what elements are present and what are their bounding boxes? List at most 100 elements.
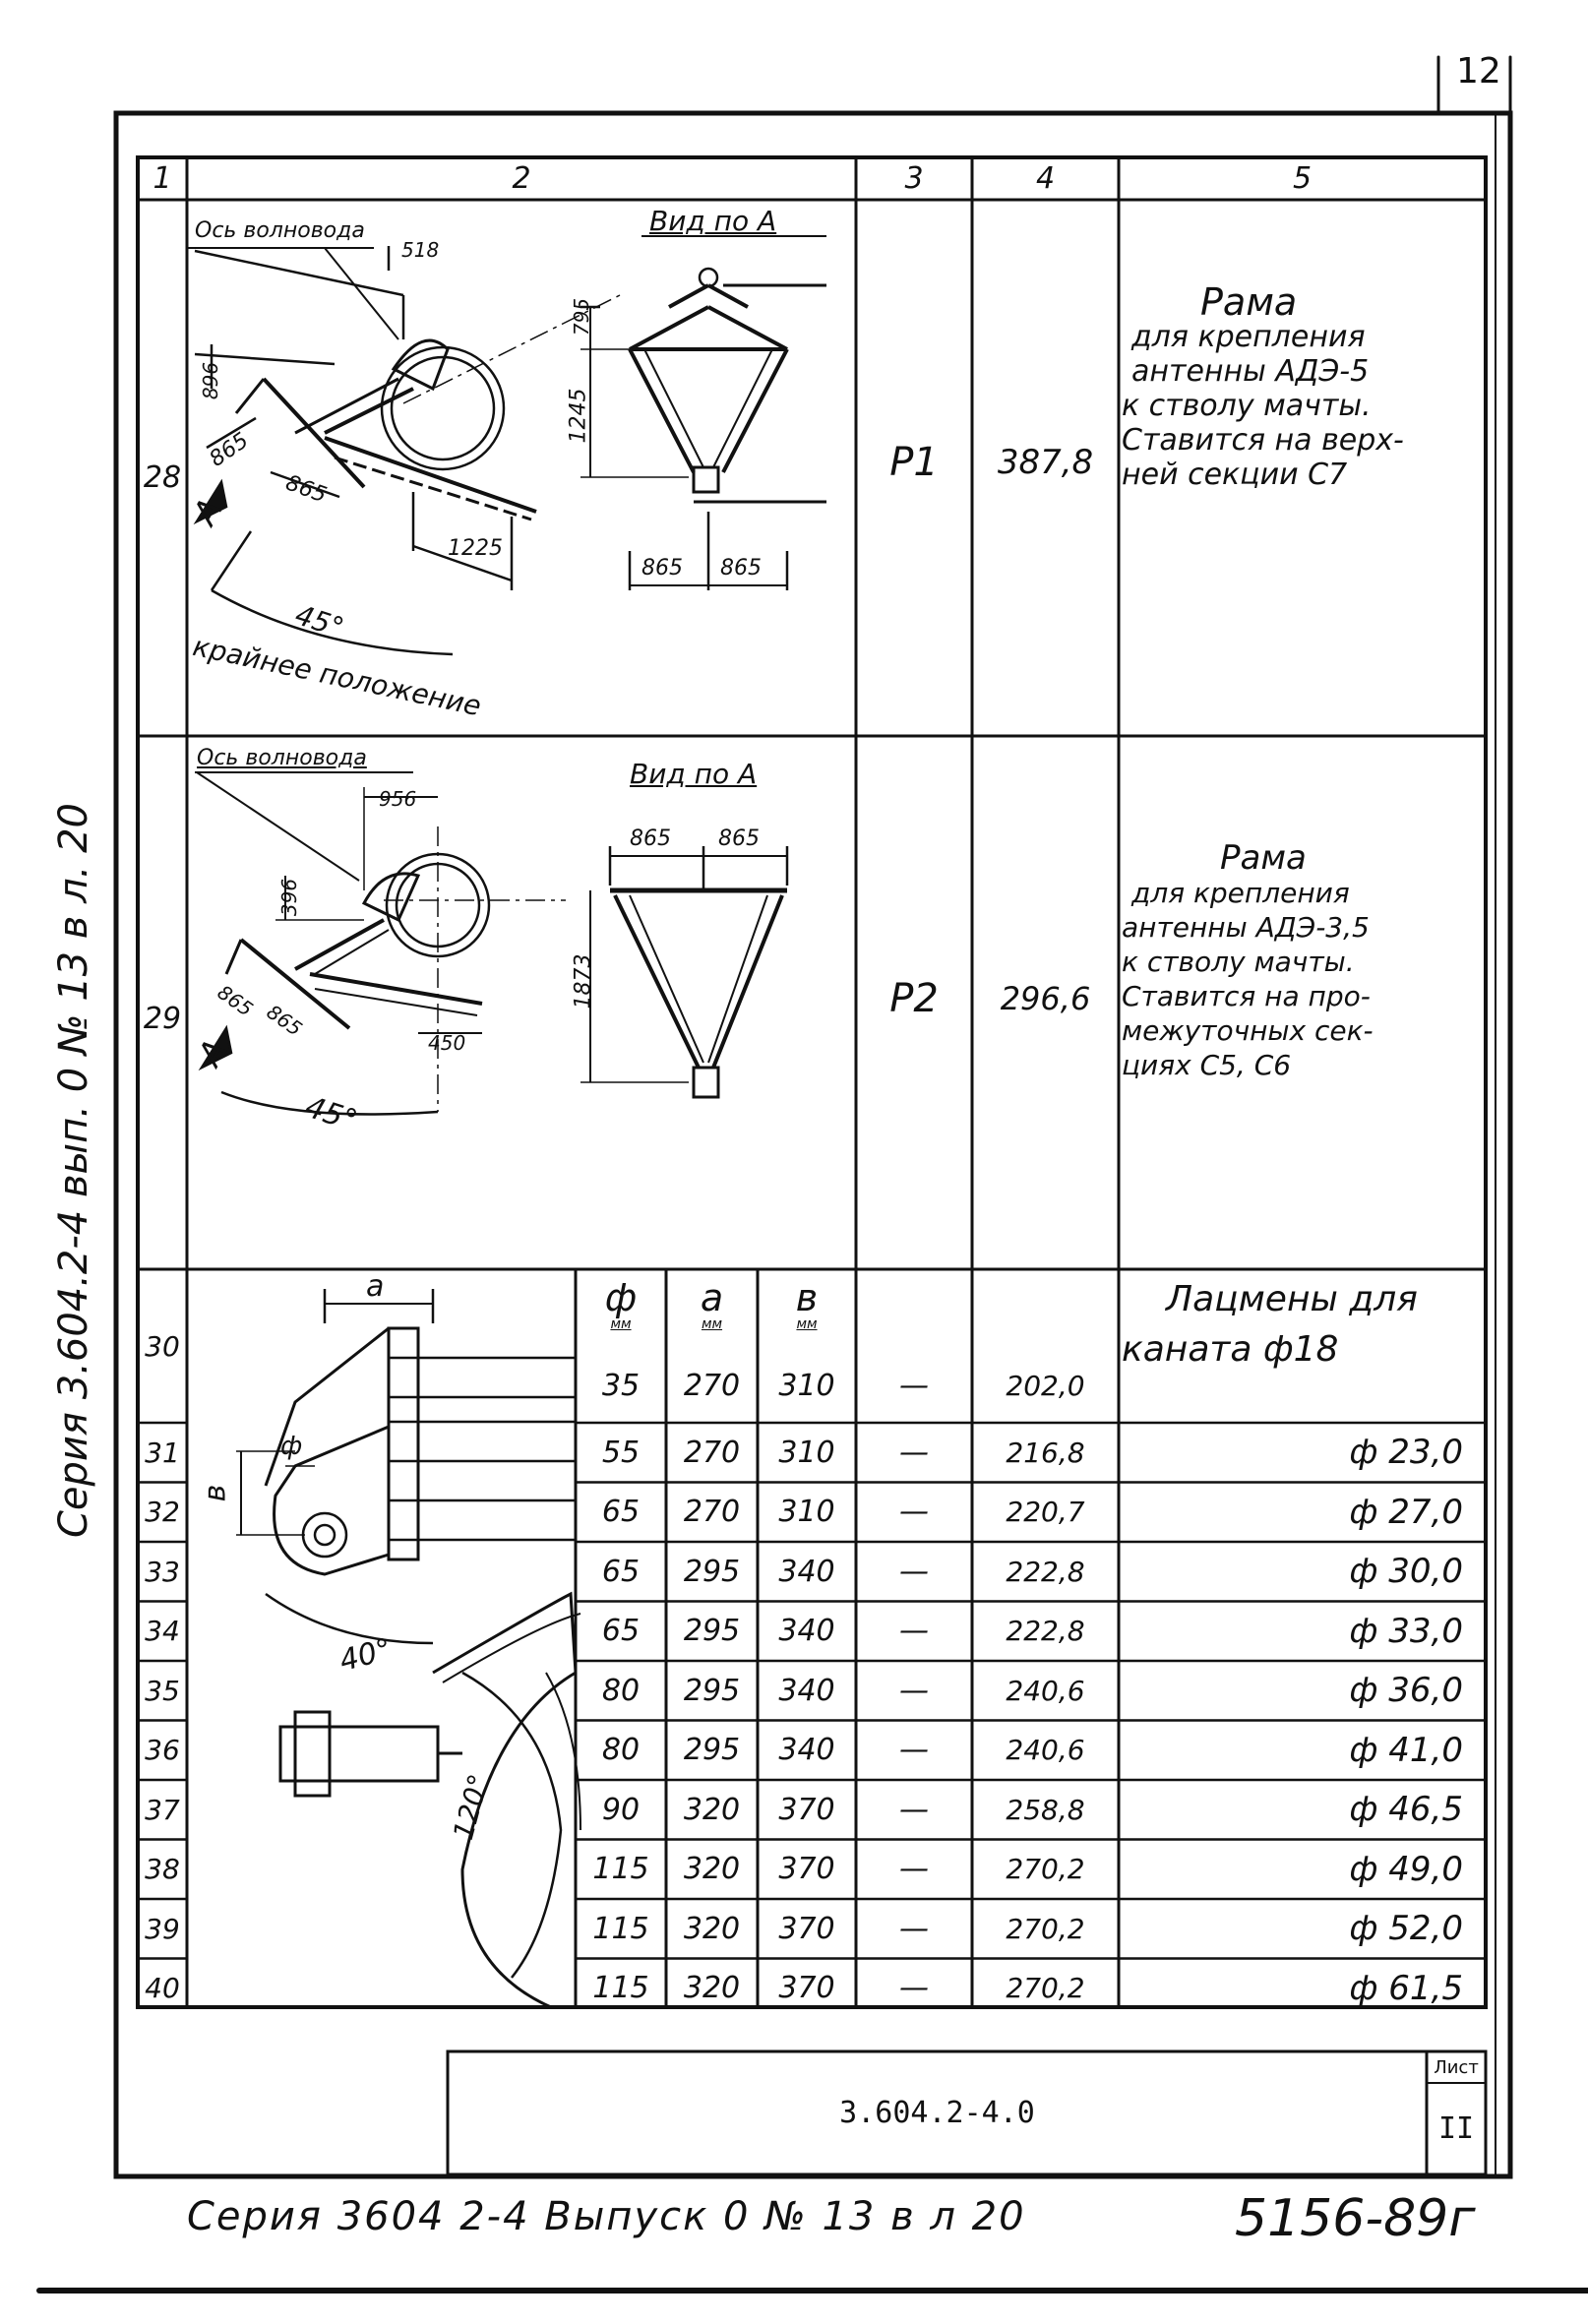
- dim-label: 518: [401, 238, 440, 262]
- flange-phi: 55: [601, 1435, 641, 1470]
- row-number: 38: [145, 1853, 180, 1886]
- row-number: 31: [145, 1436, 180, 1469]
- flange-b: 370: [778, 1971, 835, 2006]
- flange-mark: —: [899, 1971, 929, 2006]
- flange-b: 340: [778, 1614, 835, 1649]
- row-number: 28: [143, 459, 182, 495]
- dim-label: 865: [205, 428, 254, 472]
- flange-b: 340: [778, 1673, 835, 1708]
- flange-a: 320: [683, 1911, 741, 1946]
- flange-mark: —: [899, 1435, 929, 1470]
- view-arrow-label: А: [190, 1032, 236, 1073]
- header-col-2: 2: [512, 161, 531, 196]
- side-note: Серия 3.604.2-4 вып. 0 № 13 в л. 20: [51, 803, 96, 1538]
- flange-col-header: а мм: [700, 1276, 724, 1332]
- flange-mass: 222,8: [1006, 1615, 1085, 1648]
- flange-rope-diameter: ф 61,5: [1349, 1968, 1463, 2008]
- row-number: 36: [145, 1734, 180, 1767]
- description-line: для крепления: [1131, 320, 1366, 354]
- description-line: антенны АДЭ-5: [1131, 354, 1370, 389]
- flange-b: 370: [778, 1911, 835, 1946]
- flange-phi: 80: [601, 1733, 641, 1768]
- flange-title-line: Лацмены для: [1166, 1279, 1418, 1319]
- dim-label: 865: [262, 1000, 307, 1041]
- flange-rope-diameter: ф 30,0: [1349, 1552, 1463, 1592]
- dim-label: 865: [718, 826, 760, 851]
- row-number: 32: [145, 1496, 180, 1529]
- row-number: 35: [145, 1674, 180, 1707]
- flange-a: 295: [683, 1673, 741, 1708]
- dim-label: 450: [428, 1031, 466, 1055]
- flange-rope-diameter: ф 46,5: [1349, 1790, 1463, 1830]
- inventory-number: 5156-89г: [1235, 2189, 1476, 2248]
- dim-label: 396: [277, 878, 302, 917]
- dim-label: 1245: [566, 388, 591, 444]
- flange-a: 295: [683, 1733, 741, 1768]
- view-label: Вид по А: [649, 205, 777, 237]
- sheet-label: Лист: [1434, 2056, 1479, 2078]
- page-number: 12: [1456, 51, 1501, 92]
- flange-phi: 90: [601, 1792, 641, 1827]
- flange-col-header: в мм: [795, 1276, 819, 1332]
- dim-phi-label: ф: [280, 1432, 303, 1461]
- mark: Р1: [889, 440, 939, 485]
- flange-mark: —: [899, 1792, 929, 1827]
- flange-mark: —: [899, 1733, 929, 1768]
- flange-mass: 240,6: [1006, 1734, 1085, 1767]
- flange-b: 370: [778, 1792, 835, 1827]
- flange-mark: —: [899, 1554, 929, 1589]
- sheet-number: II: [1437, 2111, 1475, 2146]
- flange-mass: 270,2: [1006, 1853, 1085, 1886]
- description-line: антенны АДЭ-3,5: [1122, 911, 1370, 944]
- dim-a-label: а: [366, 1269, 385, 1304]
- flange-b: 310: [778, 1495, 835, 1530]
- flange-mass: 222,8: [1006, 1555, 1085, 1588]
- row-number: 39: [145, 1912, 180, 1945]
- header-col-3: 3: [904, 161, 924, 196]
- flange-title-line: каната ф18: [1122, 1329, 1339, 1370]
- flange-mass: 270,2: [1006, 1972, 1085, 2005]
- description-line: Ставится на верх-: [1122, 423, 1404, 458]
- dim-label: 865: [630, 826, 671, 851]
- flange-rope-diameter: ф 52,0: [1349, 1909, 1463, 1949]
- dim-label: 865: [641, 556, 683, 581]
- description-line: Ставится на про-: [1122, 980, 1371, 1012]
- dim-label: 1873: [571, 953, 596, 1009]
- flange-mass: 202,0: [1006, 1369, 1085, 1402]
- flange-title: Лацмены для каната ф18: [1122, 1279, 1486, 1370]
- dim-label: 865: [213, 980, 258, 1021]
- flange-a: 320: [683, 1792, 741, 1827]
- flange-col-header: ф мм: [604, 1276, 638, 1332]
- flange-sketch: [236, 1289, 581, 2009]
- flange-b: 370: [778, 1852, 835, 1887]
- flange-rope-diameter: ф 36,0: [1349, 1671, 1463, 1711]
- flange-b: 310: [778, 1368, 835, 1403]
- flange-phi: 115: [592, 1971, 649, 2006]
- flange-rope-diameter: ф 33,0: [1349, 1611, 1463, 1651]
- flange-a: 320: [683, 1971, 741, 2006]
- dim-b-label: в: [198, 1484, 233, 1502]
- description-line: межуточных сек-: [1122, 1014, 1374, 1047]
- header-col-4: 4: [1035, 161, 1056, 196]
- description-title: Рама: [1220, 838, 1307, 878]
- dim-label: 795: [570, 297, 594, 336]
- mass: 387,8: [997, 443, 1094, 482]
- flange-phi: 115: [592, 1852, 649, 1887]
- flange-rope-diameter: ф 49,0: [1349, 1849, 1463, 1889]
- flange-a: 295: [683, 1614, 741, 1649]
- flange-phi: 35: [601, 1368, 641, 1403]
- flange-a: 270: [683, 1495, 741, 1530]
- flange-b: 310: [778, 1435, 835, 1470]
- flange-phi: 65: [601, 1495, 641, 1530]
- flange-mass: 258,8: [1006, 1793, 1085, 1826]
- mass: 296,6: [1000, 980, 1091, 1017]
- description: Рама для крепления антенны АДЭ-3,5 к ств…: [1122, 841, 1486, 1082]
- dim-label: 865: [281, 470, 331, 509]
- frame-r1-sketch: [187, 235, 826, 656]
- description-line: к стволу мачты.: [1122, 389, 1372, 423]
- frame-r2-sketch: [195, 771, 789, 1116]
- dim-label: 865: [720, 556, 762, 581]
- flange-mark: —: [899, 1911, 929, 1946]
- document-code: 3.604.2-4.0: [839, 2096, 1035, 2130]
- flange-phi: 65: [601, 1554, 641, 1589]
